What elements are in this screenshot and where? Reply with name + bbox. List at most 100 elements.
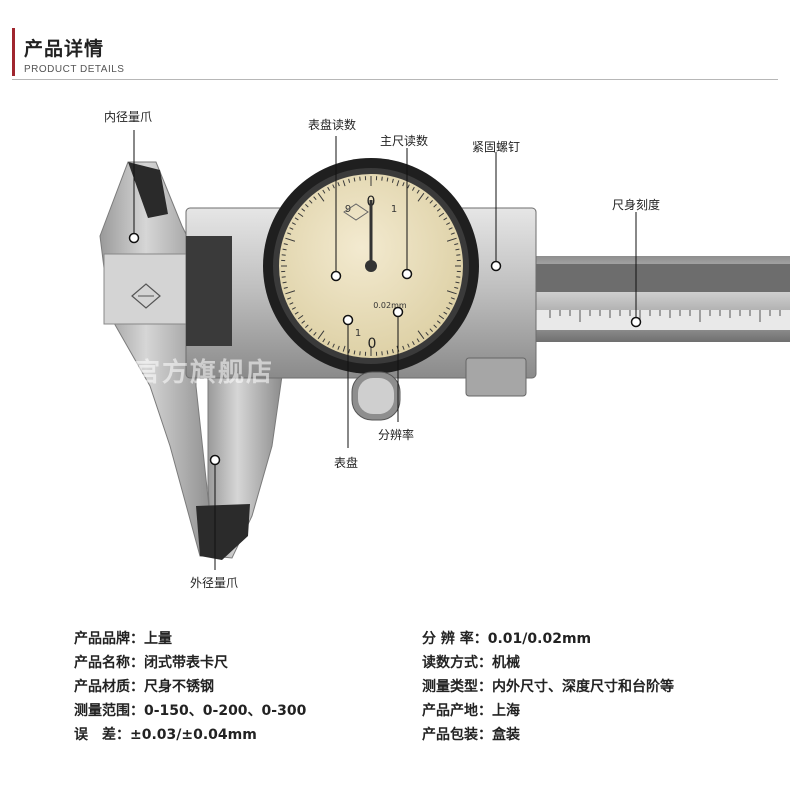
spec-row: 产品名称：闭式带表卡尺 [74, 652, 228, 672]
spec-row: 产品材质：尺身不锈钢 [74, 676, 214, 696]
dial-tick [289, 227, 294, 230]
dial-tick [381, 176, 383, 181]
dial-tick [396, 180, 400, 187]
section-header: 产品详情 PRODUCT DETAILS [0, 0, 790, 82]
dial-tick [450, 297, 455, 300]
callout-lock-screw: 紧固螺钉 [472, 140, 521, 154]
spec-label: 产品品牌： [74, 631, 144, 647]
dial-number-bottom-left: 1 [355, 328, 361, 339]
dial-number-right: 1 [391, 204, 397, 215]
dial-tick [448, 227, 453, 230]
dial-tick [289, 302, 294, 305]
dial-tick [327, 186, 331, 191]
dial-tick [391, 349, 394, 354]
dial-tick [301, 208, 306, 212]
dial-tick [305, 204, 309, 208]
header-accent-bar [12, 28, 15, 76]
spec-value: 尺身不锈钢 [144, 679, 214, 695]
dial-tick [337, 182, 340, 187]
dial-tick [285, 290, 296, 295]
dial-tick [438, 314, 445, 320]
dial-tick [407, 184, 410, 189]
dial-tick [429, 328, 433, 332]
dial-tick [322, 338, 326, 343]
dial-tick [287, 232, 292, 235]
dial-tick [348, 349, 351, 354]
dial-tick [359, 176, 361, 181]
spec-label: 误 差： [74, 727, 130, 743]
dial-tick [309, 200, 313, 204]
spec-value: 上海 [492, 703, 520, 719]
thumb-roller [351, 371, 401, 421]
spec-row: 误 差：±0.03/±0.04mm [74, 724, 257, 744]
header-divider [12, 79, 778, 80]
spec-row: 产品品牌：上量 [74, 628, 172, 648]
dial-tick [407, 343, 410, 348]
dial-tick [285, 237, 296, 242]
spec-value: ±0.03/±0.04mm [130, 727, 257, 743]
spec-row: 产品包装：盒装 [422, 724, 520, 744]
callout-markers [133, 130, 637, 570]
watermark-text: 大虹官方旗舰店 [78, 358, 275, 388]
dial-tick [448, 302, 453, 305]
dial-tick [425, 331, 429, 336]
spec-row: 测量范围：0-150、0-200、0-300 [74, 700, 306, 720]
dial-tick [305, 324, 309, 328]
spec-label: 测量范围： [74, 703, 144, 719]
dial-tick [297, 212, 304, 218]
spec-value: 内外尺寸、深度尺寸和台阶等 [492, 679, 674, 695]
dial-tick [283, 286, 288, 289]
dial-tick [283, 243, 288, 246]
dial-tick [282, 248, 287, 251]
dial-tick [386, 177, 389, 182]
dial-tick [454, 286, 459, 289]
spec-label: 分 辨 率： [422, 631, 488, 647]
dial-tick [317, 330, 325, 340]
dial-tick [456, 254, 461, 256]
callout-outer-jaw: 外径量爪 [190, 576, 239, 590]
spec-value: 盒装 [492, 727, 520, 743]
spec-row: 读数方式：机械 [422, 652, 520, 672]
dial-tick [342, 345, 346, 352]
dial-tick [313, 196, 317, 201]
dial-tick [381, 351, 383, 356]
dial-tick [402, 345, 405, 350]
dial-tick [411, 186, 415, 191]
dial-tick [359, 351, 361, 356]
dial-tick [402, 182, 405, 187]
dial-tick [348, 178, 351, 183]
dial-tick [332, 343, 335, 348]
spec-label: 测量类型： [422, 679, 492, 695]
dial-tick [291, 222, 296, 226]
dial-tick [281, 254, 286, 256]
spec-value: 机械 [492, 655, 520, 671]
callout-main-scale-reading: 主尺读数 [380, 134, 429, 148]
caliper-illustration: 0 9 1 0.02mm 1 0 [99, 130, 790, 570]
spec-label: 产品产地： [422, 703, 492, 719]
dial-tick [313, 331, 317, 336]
spec-row: 测量类型：内外尺寸、深度尺寸和台阶等 [422, 676, 674, 696]
product-image: 0 9 1 0.02mm 1 0 [0, 86, 790, 606]
dial-tick [322, 189, 326, 194]
dial-tick [294, 311, 299, 315]
dial-tick [301, 320, 306, 324]
dial-tick [417, 192, 425, 202]
dial-tick [287, 297, 292, 300]
caliper-beam [500, 256, 790, 342]
dial-tick [416, 189, 420, 194]
spec-value: 闭式带表卡尺 [144, 655, 228, 671]
dial-tick [294, 217, 299, 221]
spec-row: 分 辨 率：0.01/0.02mm [422, 628, 591, 648]
dial-tick [455, 248, 460, 251]
dial-tick [433, 204, 437, 208]
dial-tick [436, 320, 441, 324]
sliding-jaw [196, 375, 283, 560]
spec-table: 产品品牌：上量 产品名称：闭式带表卡尺 产品材质：尺身不锈钢 测量范围：0-15… [0, 618, 790, 788]
dial-tick [353, 177, 356, 182]
dial-tick [297, 314, 304, 320]
page-title: 产品详情 [24, 38, 105, 60]
dial-tick [438, 212, 445, 218]
spec-row: 产品产地：上海 [422, 700, 520, 720]
callout-dots [128, 232, 642, 466]
dial-tick [386, 350, 389, 355]
